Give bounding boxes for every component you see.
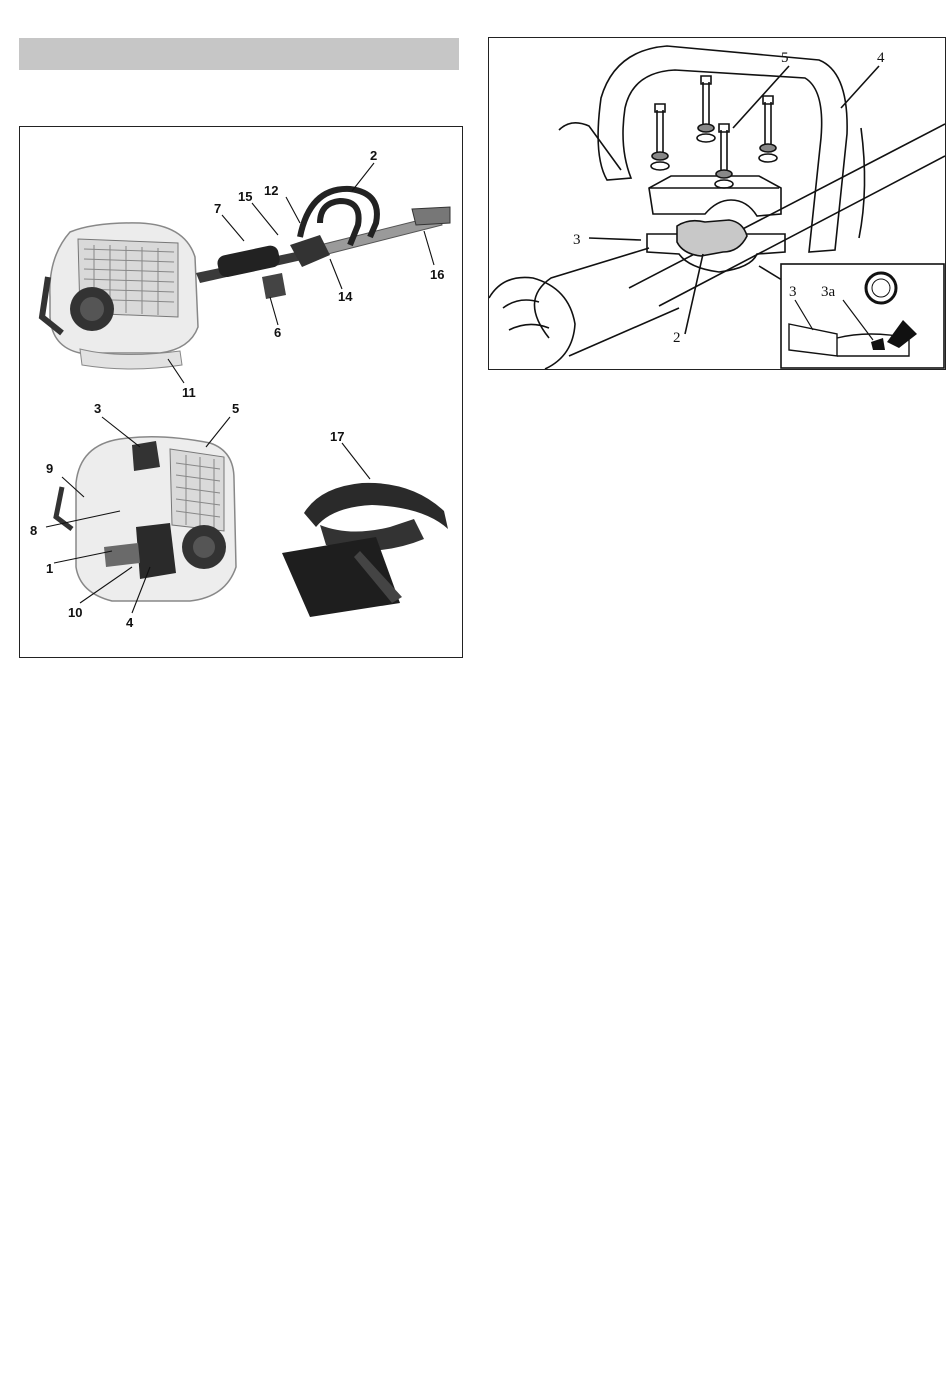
callout-17: 17 (330, 429, 344, 444)
callout-2: 2 (673, 330, 681, 346)
product-overview-figure: 2 7 15 12 16 14 6 11 3 5 9 8 1 10 4 17 (19, 126, 463, 658)
callout-3: 3 (573, 232, 581, 248)
inset-callout-3a: 3a (821, 284, 836, 300)
detail-inset: 3 3a (781, 264, 944, 368)
handle-assembly-figure: 3 3a 5 4 3 2 (488, 37, 946, 370)
callout-10: 10 (68, 605, 82, 620)
callout-5: 5 (781, 50, 789, 66)
inset-callout-3: 3 (789, 284, 797, 300)
callout-14: 14 (338, 289, 353, 304)
callout-8: 8 (30, 523, 37, 538)
callout-11: 11 (182, 385, 196, 400)
harness-and-bag-drawing (282, 483, 448, 617)
product-overview-illustration: 2 7 15 12 16 14 6 11 3 5 9 8 1 10 4 17 (20, 127, 462, 657)
callout-3: 3 (94, 401, 101, 416)
callout-1: 1 (46, 561, 53, 576)
callout-2: 2 (370, 148, 377, 163)
callout-5: 5 (232, 401, 239, 416)
callout-4: 4 (877, 50, 885, 66)
callout-6: 6 (274, 325, 281, 340)
callout-16: 16 (430, 267, 444, 282)
callout-4: 4 (126, 615, 134, 630)
callout-15: 15 (238, 189, 252, 204)
callout-12: 12 (264, 183, 278, 198)
handle-assembly-illustration: 3 3a 5 4 3 2 (489, 38, 945, 369)
section-header-bar (19, 38, 459, 70)
callout-9: 9 (46, 461, 53, 476)
assembled-machine-drawing (42, 189, 450, 369)
callout-7: 7 (214, 201, 221, 216)
